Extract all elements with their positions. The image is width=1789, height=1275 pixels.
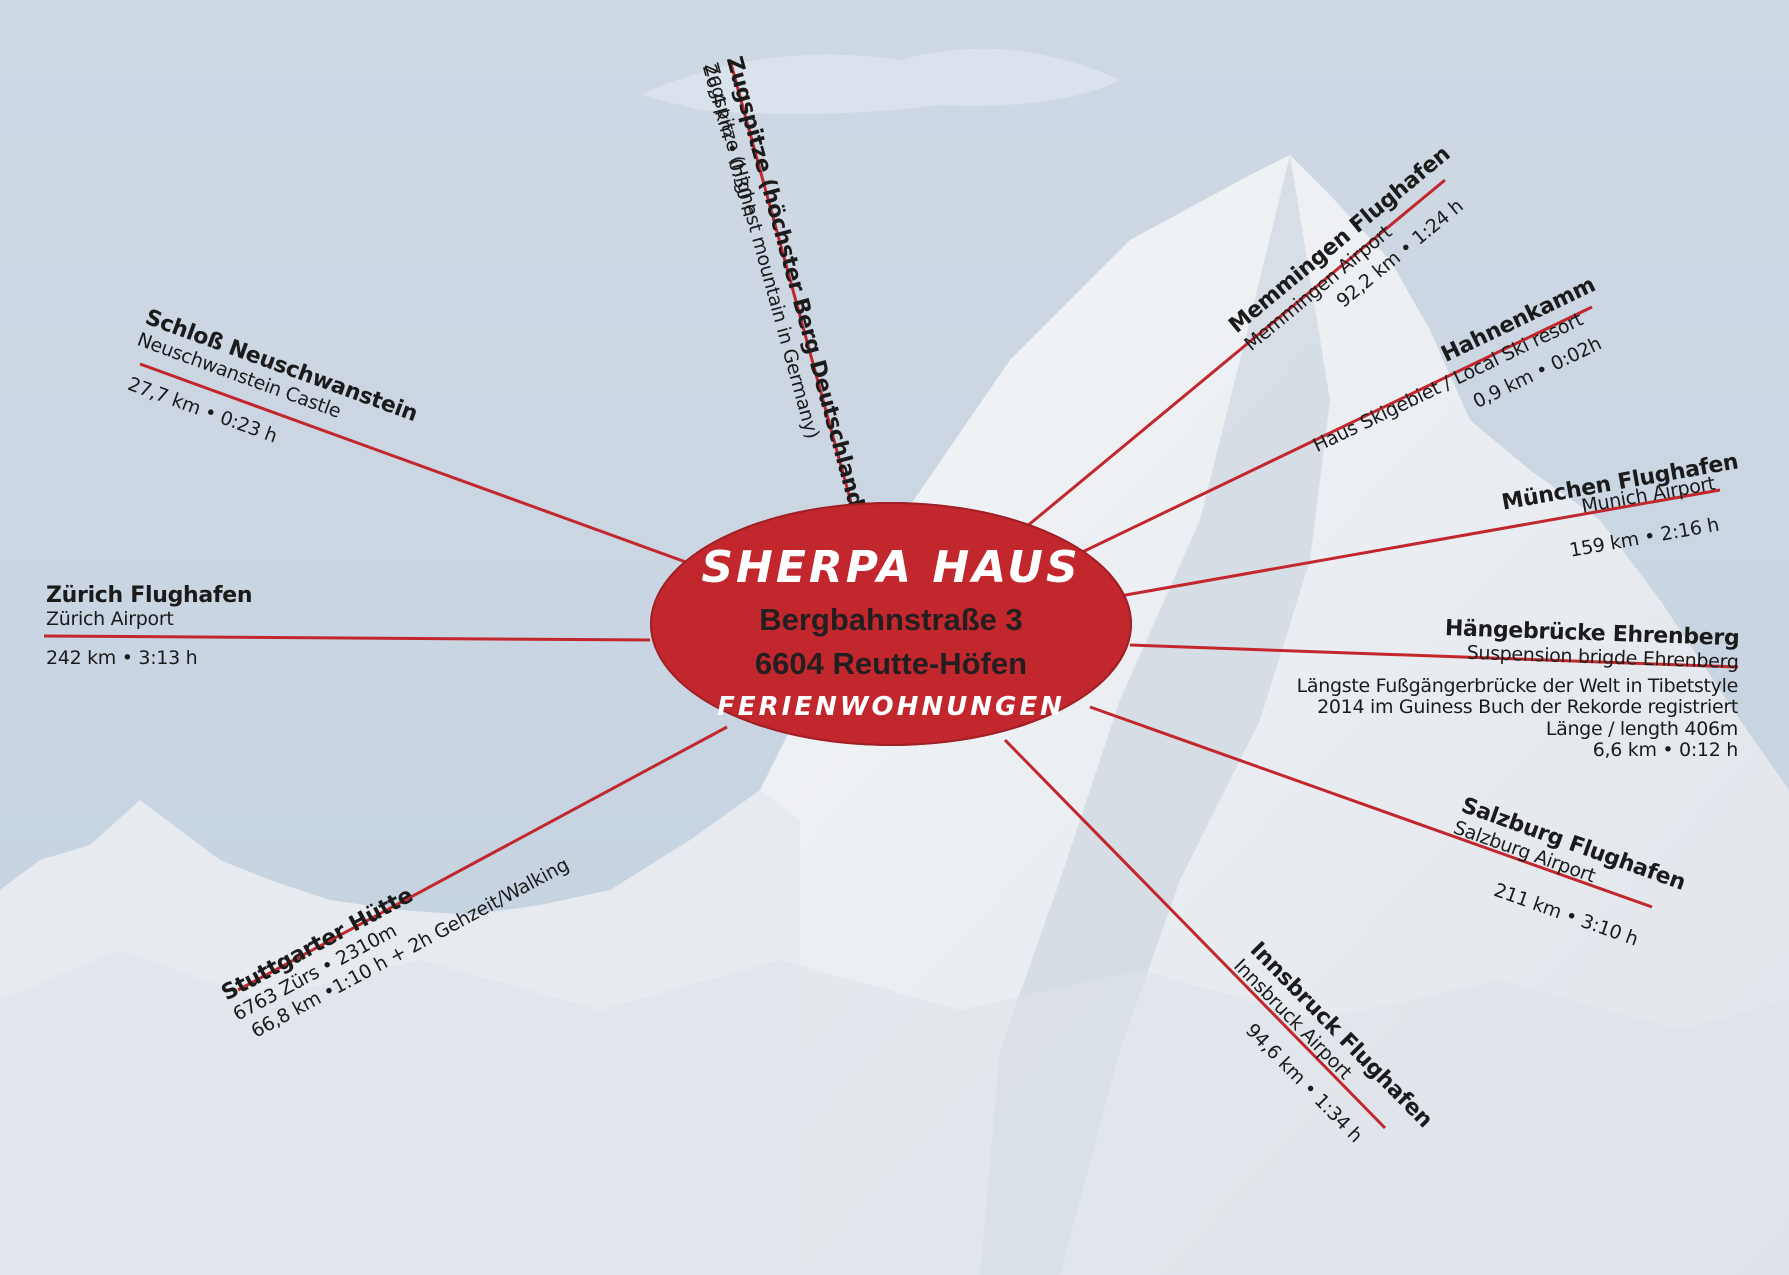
- brand-subtitle: FERIENWOHNUNGEN: [717, 692, 1065, 722]
- spoke-salzburg: [1089, 705, 1653, 909]
- street-address: Bergbahnstraße 3: [759, 602, 1023, 637]
- spoke-memmingen: [1019, 178, 1446, 534]
- cloud: [640, 48, 1120, 114]
- label-zuerich-metrics: 242 km • 3:13 h: [46, 647, 198, 669]
- ridge-detail: [0, 950, 1789, 1275]
- spoke-neuschwanstein: [139, 362, 695, 567]
- destination-note: Längste Fußgängerbrücke der Welt in Tibe…: [1296, 675, 1739, 697]
- destination-note: Länge / length 406m: [1545, 717, 1738, 740]
- spoke-hahnenkamm: [1071, 305, 1593, 559]
- label-ehrenberg-notes: Längste Fußgängerbrücke der Welt in Tibe…: [1250, 675, 1739, 761]
- address-hub: SHERPA HAUS Bergbahnstraße 3 6604 Reutte…: [650, 502, 1132, 746]
- destination-metrics: 6,6 km • 0:12 h: [1592, 738, 1739, 761]
- destination-metrics: 242 km • 3:13 h: [46, 647, 198, 669]
- brand-logo: SHERPA HAUS: [701, 542, 1081, 593]
- destination-title: Zürich Flughafen: [46, 583, 253, 608]
- spoke-zugspitze: [728, 59, 854, 507]
- destination-note: 2014 im Guiness Buch der Rekorde registr…: [1317, 696, 1738, 719]
- label-zuerich: Zürich Flughafen Zürich Airport: [46, 583, 253, 630]
- spoke-stuttgarter: [237, 725, 728, 992]
- city-address: 6604 Reutte-Höfen: [754, 646, 1028, 681]
- spoke-innsbruck: [1003, 738, 1387, 1130]
- spoke-muenchen: [1119, 488, 1721, 598]
- spoke-ehrenberg: [1129, 643, 1739, 669]
- spoke-zuerich: [43, 634, 651, 642]
- destination-subtitle: Zürich Airport: [46, 607, 174, 630]
